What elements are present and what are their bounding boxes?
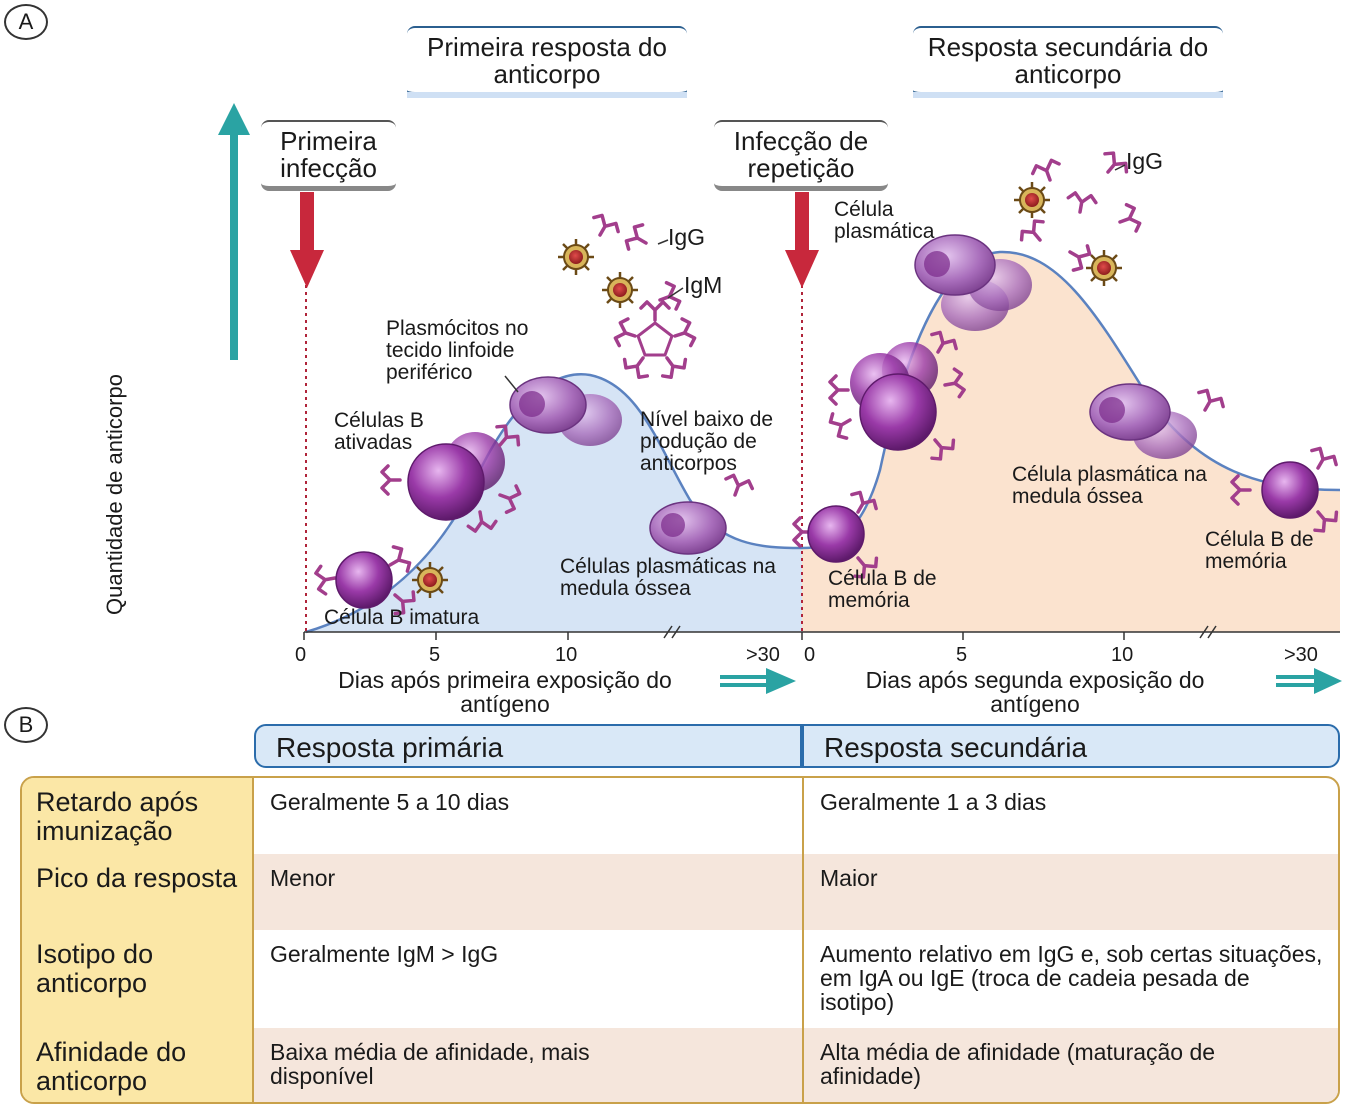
- secondary-response-area: [802, 251, 1340, 632]
- secondary-response-title: Resposta secundária do anticorpo: [927, 32, 1209, 89]
- memory-b-cell-right: [1230, 443, 1343, 537]
- first-infection-box: Primeira infecção: [261, 120, 396, 191]
- cell-isotipo-primary: Geralmente IgM > IgG: [270, 941, 499, 967]
- tick-left-30: >30: [746, 644, 780, 666]
- row-label-retardo: Retardo após imunização: [22, 778, 254, 856]
- cell-afinidade-secondary: Alta média de afinidade (maturação de af…: [820, 1039, 1216, 1089]
- x-axis-arrow-right: [1276, 668, 1342, 694]
- cell-retardo-primary: Geralmente 5 a 10 dias: [270, 789, 510, 815]
- panel-a-letter: A: [4, 4, 48, 40]
- immature-b-cell: [313, 542, 450, 620]
- primary-antibodies: [504, 210, 699, 393]
- tick-right-0: 0: [804, 644, 816, 666]
- tick-right-30: >30: [1284, 644, 1318, 666]
- activated-b-cells: [380, 420, 525, 534]
- row-label-isotipo: Isotipo do anticorpo: [22, 930, 254, 1030]
- first-infection-title: Primeira infecção: [280, 126, 377, 183]
- tick-left-0: 0: [295, 644, 307, 666]
- row-shade-2: [254, 854, 1338, 930]
- secondary-antibodies: [1012, 147, 1144, 288]
- row-label-afinidade: Afinidade do anticorpo: [22, 1028, 254, 1102]
- label-igg-1: IgG: [668, 224, 706, 250]
- cell-pico-secondary: Maior: [820, 865, 878, 891]
- repeat-infection-title: Infecção de repetição: [733, 126, 869, 183]
- x-axis-title-left: Dias após primeira exposição do antígeno: [338, 667, 672, 717]
- plasma-cell-marrow-primary: [649, 471, 757, 555]
- axis-break-right: [1199, 625, 1217, 639]
- secondary-response-box: Resposta secundária do anticorpo: [913, 26, 1223, 98]
- tick-left-5: 5: [429, 644, 441, 666]
- label-igm: IgM: [684, 272, 723, 298]
- repeat-infection-arrow: [785, 192, 819, 288]
- memory-b-cell-left: [792, 487, 883, 583]
- label-igg-2: IgG: [1126, 148, 1164, 174]
- tick-right-10: 10: [1111, 644, 1134, 666]
- cell-pico-primary: Menor: [270, 865, 336, 891]
- cell-afinidade-primary: Baixa média de afinidade, mais disponíve…: [270, 1039, 590, 1089]
- x-axis-arrow-left: [720, 668, 796, 694]
- label-plasmocitos: Plasmócitos no tecido linfoide periféric…: [386, 317, 529, 384]
- first-infection-arrow: [290, 192, 324, 288]
- row-shade-4: [254, 1028, 1338, 1102]
- label-celula-plasmatica-medula: Célula plasmática na medula óssea: [1012, 463, 1207, 508]
- y-axis-arrow: [218, 103, 250, 360]
- label-celula-b-memoria: Célula B de memória: [828, 567, 937, 612]
- repeat-infection-box: Infecção de repetição: [714, 120, 888, 191]
- label-celula-plasmatica: Célula plasmática: [834, 198, 935, 243]
- panel-b-letter: B: [4, 707, 48, 743]
- x-axis-title-right: Dias após segunda exposição do antígeno: [865, 667, 1205, 717]
- label-celulas-plasmaticas-medula: Células plasmáticas na medula óssea: [560, 555, 776, 600]
- header-primary: Resposta primária: [254, 724, 802, 768]
- label-celula-b-imatura: Célula B imatura: [324, 606, 480, 629]
- axis-break-left: [663, 625, 681, 639]
- header-secondary: Resposta secundária: [802, 724, 1340, 768]
- y-axis-label: Quantidade de anticorpo: [102, 374, 127, 615]
- label-nivel-baixo: Nível baixo de produção de anticorpos: [640, 408, 774, 475]
- activated-b-cells-secondary: [825, 327, 967, 465]
- plasma-cells-primary: [509, 376, 622, 446]
- column-divider: [802, 778, 804, 1102]
- label-celula-b-de-memoria-right: Célula B de memória: [1205, 528, 1314, 573]
- tick-right-5: 5: [956, 644, 968, 666]
- comparison-table: Retardo após imunização Pico da resposta…: [20, 776, 1340, 1104]
- plasma-cells-secondary: [914, 234, 1032, 331]
- primary-response-title: Primeira resposta do anticorpo: [427, 32, 667, 89]
- label-celulas-b-ativadas: Células B ativadas: [334, 409, 424, 454]
- cell-isotipo-secondary: Aumento relativo em IgG e, sob certas si…: [820, 941, 1323, 1015]
- cell-retardo-secondary: Geralmente 1 a 3 dias: [820, 789, 1047, 815]
- row-label-pico: Pico da resposta: [22, 854, 254, 932]
- primary-response-box: Primeira resposta do anticorpo: [407, 26, 687, 98]
- tick-left-10: 10: [555, 644, 578, 666]
- plasma-cell-marrow-secondary: [1089, 383, 1228, 459]
